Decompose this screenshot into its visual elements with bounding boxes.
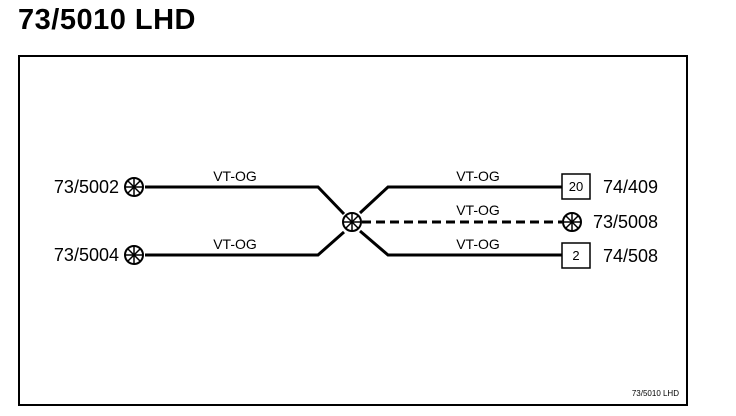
page-title: 73/5010 LHD [18,4,196,36]
connector-label-right-middle: 73/5008 [593,212,658,232]
connector-box-right-top[interactable]: 20 [561,173,591,200]
pin-label-right-bottom: 2 [572,248,579,263]
splice-star-icon[interactable] [342,212,362,232]
ground-star-icon[interactable] [124,245,144,265]
wire-right-bottom[interactable] [359,229,562,257]
wire-label-right-top: VT-OG [456,168,500,184]
connector-box-right-bottom[interactable]: 2 [561,242,591,269]
diagram-frame [18,55,688,406]
connector-label-left-bottom: 73/5004 [54,245,119,265]
wire-label-right-middle: VT-OG [456,202,500,218]
connector-label-right-top: 74/409 [603,177,658,197]
wire-left-bottom[interactable] [145,230,345,257]
wire-left-top[interactable] [145,185,346,216]
ground-star-icon[interactable] [124,177,144,197]
ground-star-icon[interactable] [562,212,582,232]
wire-label-left-top: VT-OG [213,168,257,184]
wire-label-left-bottom: VT-OG [213,236,257,252]
connector-label-right-bottom: 74/508 [603,246,658,266]
pin-label-right-top: 20 [569,179,583,194]
connector-label-left-top: 73/5002 [54,177,119,197]
wire-label-right-bottom: VT-OG [456,236,500,252]
diagram-reference-label: 73/5010 LHD [632,389,679,398]
wire-right-top[interactable] [358,185,562,215]
